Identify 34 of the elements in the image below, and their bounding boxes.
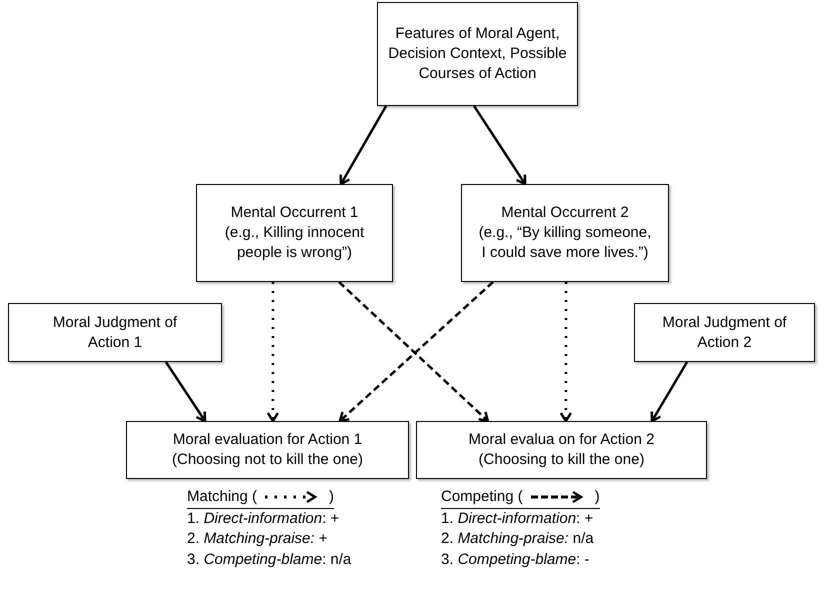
text-box — [126, 421, 409, 479]
legend-text: Matching ( — [187, 487, 258, 507]
criterion-text: 2. Matching-praise: + — [187, 529, 329, 549]
box-text: (e.g., Killing innocent people is wrong”) — [224, 223, 366, 263]
box-heading: Moral Judgment of Action 2 — [661, 312, 788, 352]
criterion-text: 1. Direct-information: + — [441, 508, 594, 528]
arrow — [650, 361, 688, 422]
legend-text: ) — [329, 487, 334, 507]
legend-text: Competing ( — [441, 487, 523, 507]
box-heading: Features of Moral Agent, Decision Context, Possible Courses of Action — [387, 24, 568, 84]
box-heading: Moral evaluation for Action 1 — [172, 430, 362, 450]
box-heading: Moral evalua on for Action 2 — [468, 430, 654, 450]
arrow — [473, 105, 526, 186]
criterion-text: 1. Direct-information: + — [187, 508, 340, 528]
arrow — [164, 361, 206, 422]
text-box — [196, 184, 393, 282]
text-box — [634, 303, 815, 362]
box-heading: Moral Judgment of Action 1 — [52, 312, 178, 352]
text-box — [461, 184, 669, 282]
box-text: (Choosing to kill the one) — [478, 450, 644, 470]
box-heading: Mental Occurrent 2 — [501, 203, 629, 223]
criterion-text: 3. Competing-blame: - — [441, 550, 590, 570]
text-box — [377, 2, 578, 106]
legend-text: ) — [594, 487, 600, 507]
box-text: (Choosing not to kill the one) — [172, 450, 363, 470]
criterion-text: 2. Matching-praise: n/a — [441, 529, 595, 549]
text-box — [8, 303, 222, 362]
box-text: (e.g., “By killing someone, I could save more lives.”) — [478, 223, 652, 263]
arrow — [560, 282, 572, 422]
box-heading: Mental Occurrent 1 — [230, 203, 358, 223]
arrow — [266, 282, 280, 422]
arrow — [339, 105, 388, 186]
criterion-text: 3. Competing-blame: n/a — [187, 550, 352, 570]
text-box — [416, 421, 707, 479]
